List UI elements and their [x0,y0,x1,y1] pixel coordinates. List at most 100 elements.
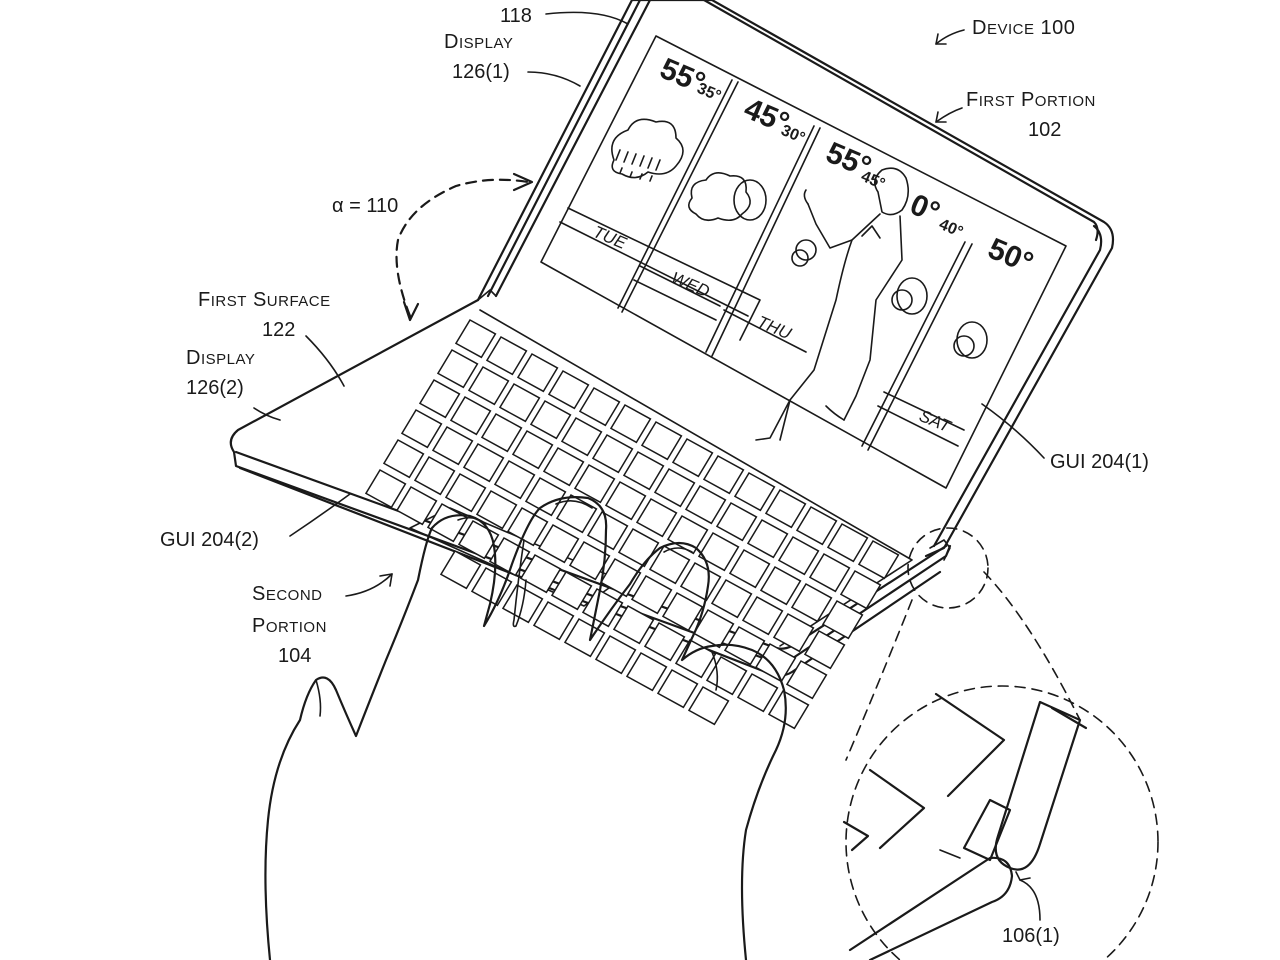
keyboard-key [482,414,521,451]
keyboard-key [655,469,694,506]
forecast-day-wed: 45° 30° WED [668,92,807,301]
rain-cloud-icon [612,119,683,181]
keyboard-key [456,320,495,357]
keyboard-key [704,456,743,493]
keyboard-key [743,597,782,634]
tue-low: 35° [694,80,723,105]
keyboard-key [534,602,573,639]
sat-high: 50° [983,232,1038,280]
keyboard-key [712,580,751,617]
keyboard-key [735,473,774,510]
keyboard-key [717,503,756,540]
keyboard-key [805,631,844,668]
label-hinge-106-1: 106(1) [1002,925,1060,947]
keyboard-key [544,448,583,485]
keyboard-key [689,687,728,724]
label-display-126-1-ref: 126(1) [452,61,510,83]
keyboard-key [451,397,490,434]
label-display-126-2-ref: 126(2) [186,377,244,399]
keyboard-key [637,499,676,536]
label-angle: α = 110 [332,195,398,217]
partly-cloudy-icon [689,173,766,220]
keyboard-key [593,435,632,472]
keyboard-key [699,533,738,570]
forecast-day-tue: 55° 35° TUE [590,52,723,253]
forecast-day-sat: 50° SAT [916,232,1037,437]
keyboard-key [658,670,697,707]
keyboard-key [673,439,712,476]
keyboard-key [446,474,485,511]
keyboard-key [828,524,867,561]
label-second-portion-line1: SECOND [252,583,323,605]
thu-label: THU [754,312,794,343]
keyboard-key [596,636,635,673]
keyboard-key [438,350,477,387]
keyboard-key [464,444,503,481]
sat-label: SAT [916,406,954,437]
keyboard-key [397,487,436,524]
tue-label: TUE [590,222,629,253]
keyboard-key [469,367,508,404]
label-first-surface: FIRST SURFACE [198,289,331,311]
keyboard-key [518,354,557,391]
keyboard-key [787,661,826,698]
weather-gui-204-1: 55° 35° TUE 45° 30° WED 55° 45° THU 0° 4… [560,52,1038,450]
partly-cloudy-icon [892,278,927,314]
label-second-portion-ref: 104 [278,645,311,667]
keyboard-key [420,380,459,417]
keyboard-key [686,486,725,523]
keyboard-key [384,440,423,477]
keyboard-key [642,422,681,459]
wed-low: 30° [778,122,807,147]
keyboard-key [495,461,534,498]
keyboard-key [619,529,658,566]
keyboard-gui-204-2 [366,320,898,728]
keyboard-key [810,554,849,591]
keyboard-key [614,606,653,643]
keyboard-key [549,371,588,408]
keyboard-key [433,427,472,464]
keyboard-key [513,431,552,468]
label-ref-118: 118 [500,5,532,27]
keyboard-key [402,410,441,447]
keyboard-key [761,567,800,604]
label-device-100: DEVICE 100 [972,17,1075,39]
fri-high: 0° [905,188,944,230]
thu-low: 45° [858,168,887,193]
forecast-day-fri: 0° 40° [905,188,965,241]
keyboard-key [694,610,733,647]
keyboard-key [730,550,769,587]
keyboard-key [521,555,560,592]
keyboard-key [769,691,808,728]
keyboard-key [526,478,565,515]
forecast-day-thu: 55° 45° THU [754,136,887,344]
label-gui-204-1: GUI 204(1) [1050,451,1149,473]
keyboard-key [588,512,627,549]
keyboard-key [779,537,818,574]
partly-cloudy-icon [954,322,987,358]
keyboard-key [611,405,650,442]
label-second-portion-line2: PORTION [252,615,327,637]
angle-alpha-indicator [397,174,533,320]
keyboard-key [756,644,795,681]
keyboard-key [539,525,578,562]
label-first-portion: FIRST PORTION [966,89,1096,111]
keyboard-key [606,482,645,519]
keyboard-key [415,457,454,494]
keyboard-key [562,418,601,455]
user-hand [265,497,785,960]
label-display-126-2: DISPLAY [186,347,255,369]
keyboard-key [748,520,787,557]
fri-low: 40° [936,216,965,241]
keyboard-key [428,504,467,541]
keyboard-key [681,563,720,600]
keyboard-key [738,674,777,711]
keyboard-key [565,619,604,656]
label-first-portion-ref: 102 [1028,119,1061,141]
keyboard-key [531,401,570,438]
keyboard-key [627,653,666,690]
keyboard-key [500,384,539,421]
label-first-surface-ref: 122 [262,319,295,341]
keyboard-key [580,388,619,425]
